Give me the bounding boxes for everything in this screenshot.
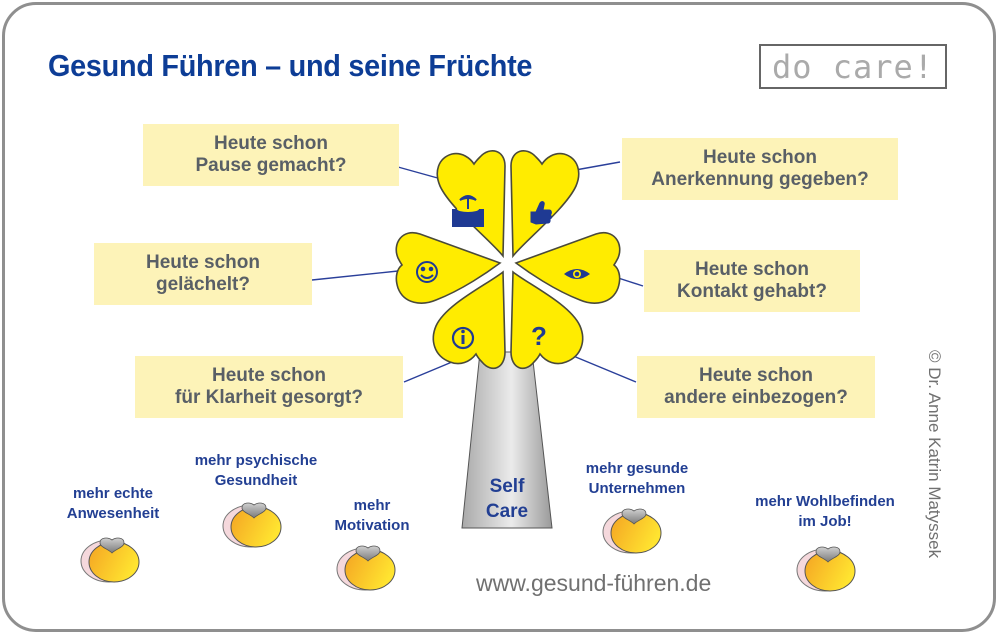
fruit-label-unternehmen: mehr gesunde Unternehmen [567,459,707,499]
question-box-einbezogen: Heute schon andere einbezogen? [637,356,875,418]
question-line2: Anerkennung gegeben? [651,169,869,190]
question-line1: Heute schon [694,259,810,280]
trunk-label-line2: Care [485,501,529,522]
fruit-icons [80,502,856,592]
fruit-label-line2: im Job! [798,513,852,530]
question-line2: Pause gemacht? [195,155,347,176]
question-line2: andere einbezogen? [664,387,848,408]
leaf-einbezogen [510,270,584,370]
fruit-label-anwesenheit: mehr echte Anwesenheit [52,484,174,524]
leaf-anerkennung [510,150,580,259]
fruit-label-gesundheit: mehr psychische Gesundheit [176,451,336,491]
info-icon [451,326,475,350]
island-icon [452,195,484,227]
fruit-label-line1: mehr psychische [194,452,318,469]
fruit-label-line2: Motivation [334,517,410,534]
question-line2: Kontakt gehabt? [677,281,827,302]
leaf-pause [436,150,506,259]
question-line1: Heute schon [213,133,329,154]
eye-icon [564,269,590,279]
fruit-label-line2: Anwesenheit [66,505,160,522]
question-line1: Heute schon [145,252,261,273]
thumbs-up-icon [530,201,552,225]
question-box-anerkennung: Heute schon Anerkennung gegeben? [622,138,898,200]
fruit-label-line1: mehr [353,497,391,514]
leaf-laecheln [395,231,502,304]
question-box-pause: Heute schon Pause gemacht? [143,124,399,186]
fruit-label-line1: mehr Wohlbefinden [755,493,895,510]
page-title: Gesund Führen – und seine Früchte [48,48,533,83]
question-line2: für Klarheit gesorgt? [175,387,363,408]
question-box-kontakt: Heute schon Kontakt gehabt? [644,250,860,312]
copyright-notice: © Dr. Anne Katrin Matyssek [925,350,944,559]
question-box-klarheit: Heute schon für Klarheit gesorgt? [135,356,403,418]
question-line1: Heute schon [211,365,327,386]
question-line1: Heute schon [702,147,818,168]
smiley-icon [416,261,438,283]
fruit-label-line2: Unternehmen [588,480,686,497]
trunk-label-line1: Self [489,476,525,497]
leaf-kontakt [514,231,621,304]
fruit-label-wohlbefinden: mehr Wohlbefinden im Job! [734,492,916,532]
fruit-label-line1: mehr gesunde [585,460,689,477]
question-line1: Heute schon [698,365,814,386]
question-icon: ? [531,321,547,351]
question-line2: gelächelt? [156,274,250,295]
website-url: www.gesund-führen.de [476,570,712,596]
do-care-logo: do care! [759,44,947,89]
question-box-laecheln: Heute schon gelächelt? [94,243,312,305]
leaf-klarheit [432,270,506,370]
fruit-label-line1: mehr echte [72,485,154,502]
trunk-label: Self Care [472,474,542,524]
fruit-label-line2: Gesundheit [214,472,298,489]
fruit-label-motivation: mehr Motivation [320,496,424,536]
